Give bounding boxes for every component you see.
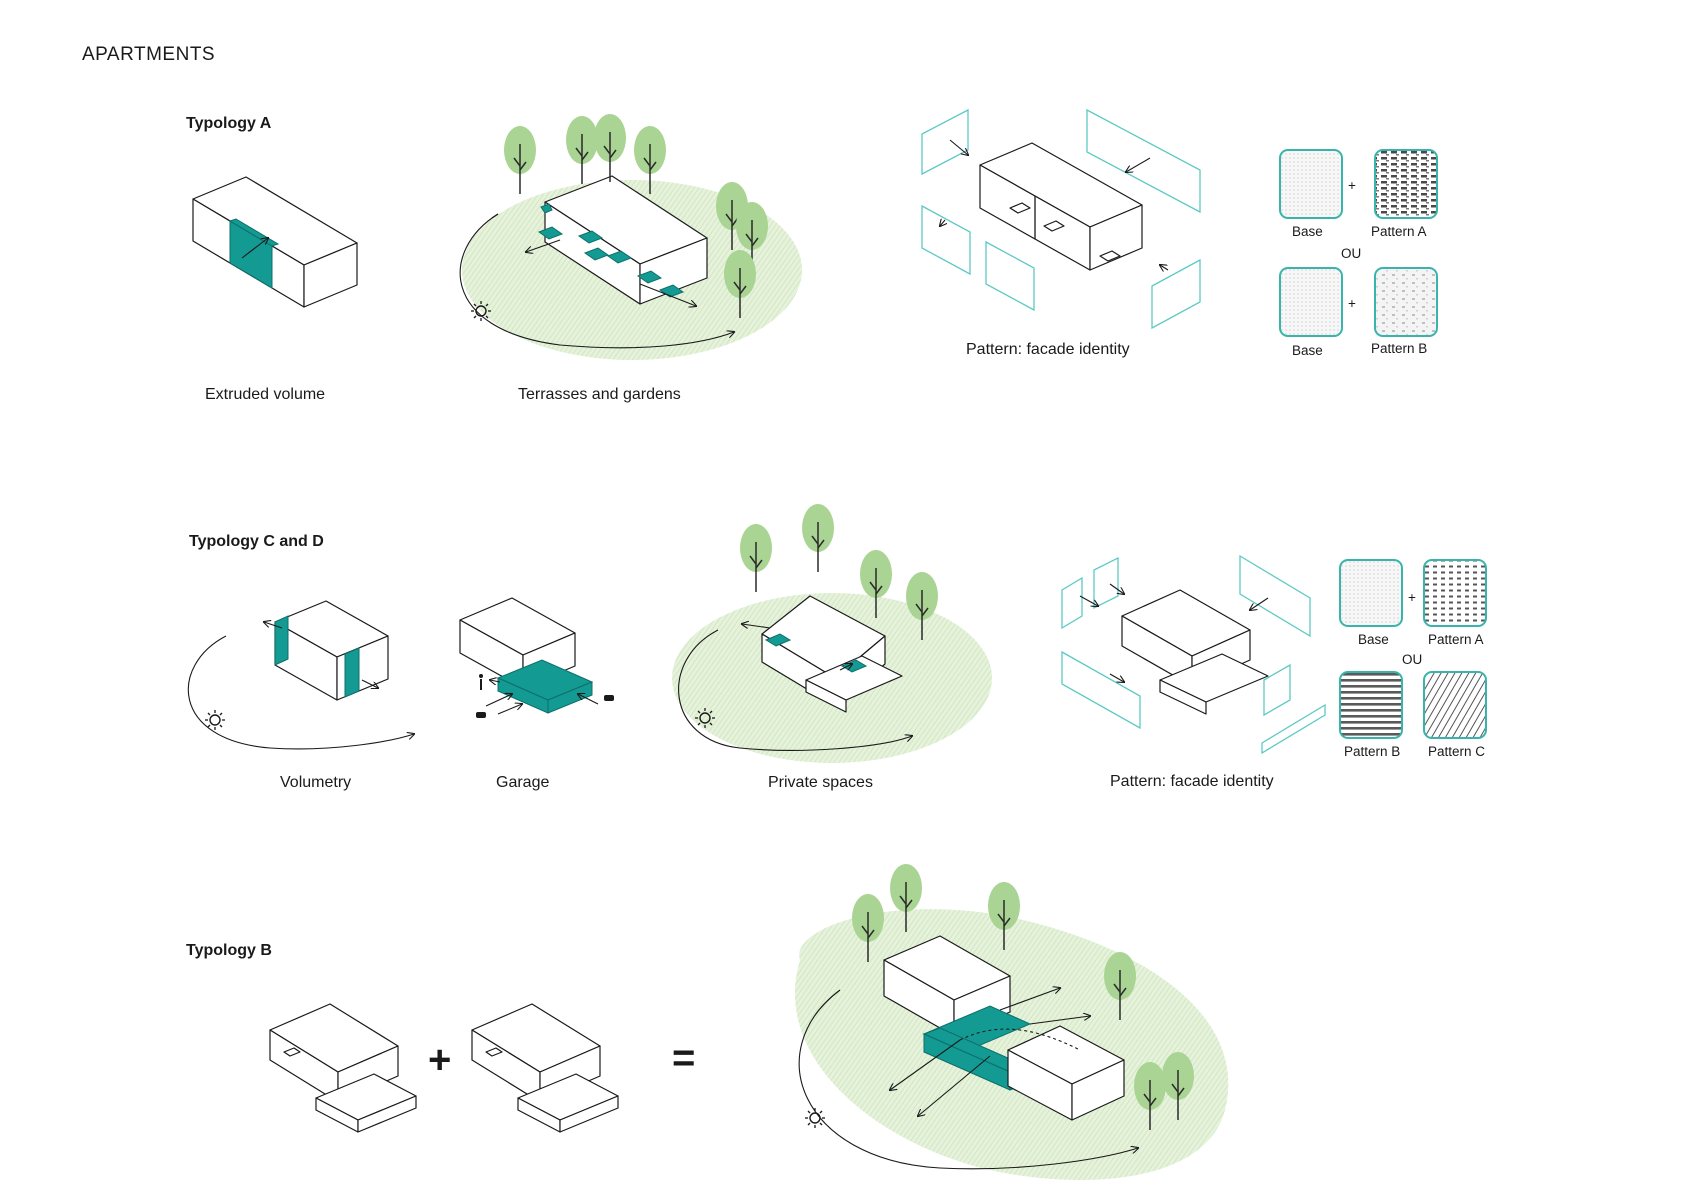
garage-diagram bbox=[459, 597, 614, 718]
typology-cd-title: Typology C and D bbox=[189, 533, 324, 550]
plus-sign: + bbox=[1408, 590, 1416, 605]
typology-b-result-diagram bbox=[794, 863, 1229, 1181]
caption-terrasses-gardens: Terrasses and gardens bbox=[518, 386, 681, 403]
terrasses-gardens-diagram bbox=[459, 113, 802, 360]
sun-icon bbox=[204, 709, 226, 731]
extruded-volume-diagram bbox=[192, 176, 358, 308]
equals-operator: = bbox=[672, 1036, 696, 1080]
plus-sign: + bbox=[1348, 296, 1356, 311]
swatch-label-pattern-a: Pattern A bbox=[1371, 224, 1427, 239]
swatches-a bbox=[1279, 149, 1438, 337]
page-title: APARTMENTS bbox=[82, 44, 216, 65]
tree-icon bbox=[503, 125, 537, 195]
caption-facade-identity-a: Pattern: facade identity bbox=[966, 341, 1130, 358]
facade-identity-diagram-a bbox=[921, 108, 1201, 330]
swatch-label-pattern-b: Pattern B bbox=[1371, 341, 1428, 356]
typology-b-title: Typology B bbox=[186, 942, 272, 959]
pedestrian-icon bbox=[479, 674, 483, 690]
private-spaces-diagram bbox=[672, 503, 992, 763]
swatches-cd bbox=[1339, 559, 1487, 739]
swatch-label-pattern-c: Pattern C bbox=[1428, 744, 1486, 759]
sun-icon bbox=[804, 1107, 826, 1129]
swatch-label-pattern-b: Pattern B bbox=[1344, 744, 1401, 759]
swatch-label-base: Base bbox=[1358, 632, 1389, 647]
tree-icon bbox=[593, 113, 627, 183]
typology-b-unit-2 bbox=[471, 1003, 619, 1133]
swatch-label-base: Base bbox=[1292, 343, 1323, 358]
typology-b-unit-1 bbox=[269, 1003, 417, 1133]
or-label: OU bbox=[1341, 246, 1362, 261]
caption-facade-identity-cd: Pattern: facade identity bbox=[1110, 773, 1274, 790]
swatch-label-base: Base bbox=[1292, 224, 1323, 239]
caption-private-spaces: Private spaces bbox=[768, 774, 873, 791]
plus-sign: + bbox=[1348, 178, 1356, 193]
car-icon bbox=[476, 695, 614, 718]
plus-operator: + bbox=[428, 1038, 452, 1082]
swatch-label-pattern-a: Pattern A bbox=[1428, 632, 1484, 647]
tree-icon bbox=[565, 115, 599, 185]
caption-volumetry: Volumetry bbox=[280, 774, 352, 791]
tree-icon bbox=[801, 503, 835, 573]
volumetry-diagram bbox=[187, 600, 414, 750]
tree-icon bbox=[739, 523, 773, 593]
caption-extruded-volume: Extruded volume bbox=[205, 386, 326, 403]
caption-garage: Garage bbox=[496, 774, 550, 791]
or-label: OU bbox=[1402, 652, 1423, 667]
typology-a-title: Typology A bbox=[186, 115, 272, 132]
facade-identity-diagram-cd bbox=[1061, 554, 1326, 755]
